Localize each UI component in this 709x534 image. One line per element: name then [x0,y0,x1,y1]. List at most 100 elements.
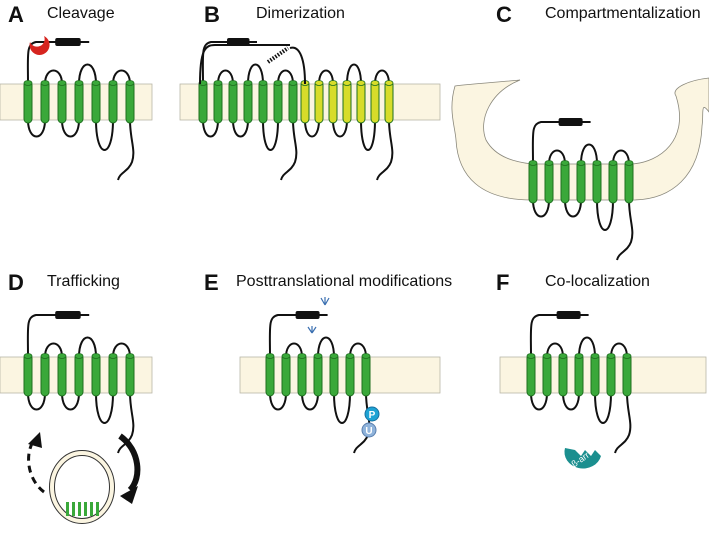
helix-cap [606,353,616,359]
helix-cap [297,353,307,359]
panel-d-letter: D [8,270,24,295]
transmembrane-helix [590,353,600,397]
intracellular-loop [332,119,348,138]
helix-cap [74,353,84,359]
receptor-b-yellow [300,63,394,181]
extracellular-loop [112,342,131,358]
ubiquitination-icon [361,422,377,438]
helix-cap [328,80,338,86]
helix-cap [243,80,253,86]
helix-cap [560,160,570,166]
transmembrane-helix [40,80,50,124]
c-terminus [376,119,394,181]
helix-cap [608,160,618,166]
helix-cap [125,80,135,86]
transmembrane-helix [198,80,208,124]
receptor-e [265,311,371,454]
helix-cap [23,80,33,86]
extracellular-loop [277,69,294,85]
helix-cap [57,353,67,359]
transmembrane-helix [574,353,584,397]
transmembrane-helix [528,160,538,204]
extracellular-loop [610,342,628,358]
internalization-arrow [118,433,141,493]
panel-d-title: Trafficking [47,273,120,290]
transmembrane-helix [23,353,33,397]
intracellular-loop [61,392,80,411]
extracellular-loop [374,69,390,85]
helix-cap [108,353,118,359]
n-terminus [268,314,328,358]
dimer-interaction-icon [266,46,290,64]
extracellular-loop [78,336,97,358]
helix-cap [361,353,371,359]
intracellular-loop [562,392,580,411]
intracellular-loop [333,392,351,424]
transmembrane-helix [258,80,268,124]
panel-c-letter: C [496,2,512,27]
transmembrane-helix [57,353,67,397]
transmembrane-helix [329,353,339,397]
transmembrane-helix [624,160,634,204]
panel-a-letter: A [8,2,24,27]
helix-cap [590,353,600,359]
helix-cap [329,353,339,359]
intracellular-loop [530,392,548,411]
helix-cap [74,80,84,86]
helix-cap [592,160,602,166]
n-terminal-domain [556,311,581,319]
endosome-receptor-helix [90,502,93,516]
endosome-receptor-helix [66,502,69,516]
membrane-b [179,83,441,121]
membrane-c [451,77,709,201]
transmembrane-helix [558,353,568,397]
transmembrane-helix [356,80,366,124]
transmembrane-helix [384,80,394,124]
helix-cap [40,353,50,359]
c-terminus [616,199,634,261]
phosphorylation-icon [364,406,380,422]
extracellular-loop [346,63,362,85]
helix-cap [622,353,632,359]
transmembrane-helix [273,80,283,124]
helix-cap [281,353,291,359]
dimer-connector [289,46,306,85]
intracellular-loop [360,119,376,151]
transmembrane-helix [576,160,586,204]
intracellular-loop [95,392,114,424]
helix-cap [542,353,552,359]
transmembrane-helix [560,160,570,204]
n-terminal-domain [55,311,81,319]
n-terminus [26,314,90,358]
helix-cap [273,80,283,86]
receptor-b-green [198,38,298,181]
transmembrane-helix [345,353,355,397]
transmembrane-helix [125,353,135,397]
helix-cap [108,80,118,86]
transmembrane-helix [40,353,50,397]
helix-cap [91,80,101,86]
helix-cap [370,80,380,86]
c-terminus [117,392,135,454]
helix-cap [40,80,50,86]
intracellular-loop [95,119,114,151]
c-terminus [614,392,632,454]
endosome-membrane [50,451,114,523]
extracellular-loop [44,69,63,85]
transmembrane-helix [288,80,298,124]
endosome-receptor-helix [84,502,87,516]
panel-f-letter: F [496,270,510,295]
extracellular-loop [112,69,131,85]
intracellular-loop [564,199,582,218]
intracellular-loop [304,119,320,138]
transmembrane-helix [228,80,238,124]
helix-cap [576,160,586,166]
c-terminus [117,119,135,181]
transmembrane-helix [313,353,323,397]
transmembrane-helix [544,160,554,204]
panel-c-title: Compartmentalization [545,5,701,22]
protease-icon [29,36,50,55]
helix-cap [528,160,538,166]
helix-cap [574,353,584,359]
